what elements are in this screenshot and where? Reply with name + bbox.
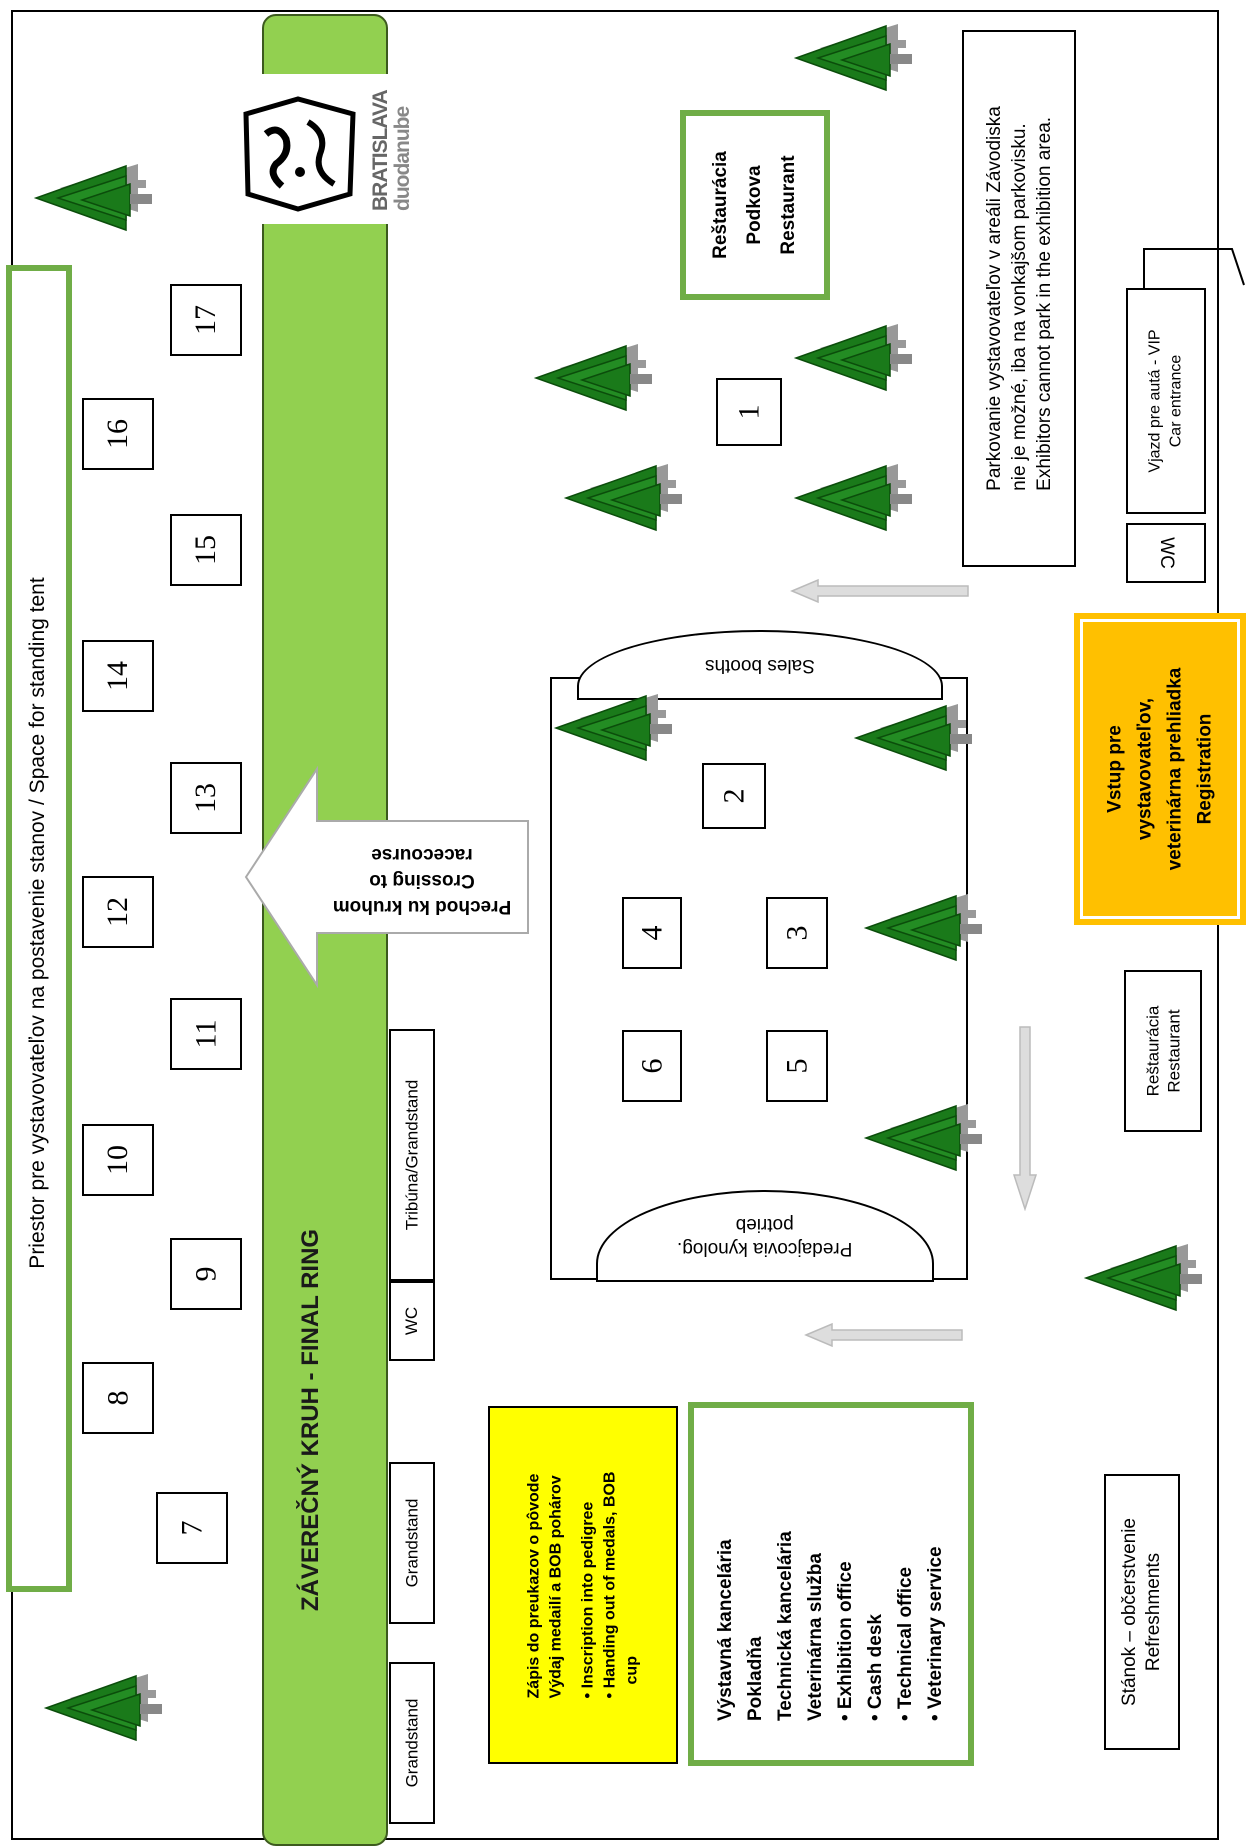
pedigree-box: Zápis do preukazov o pôvode Výdaj medail…: [488, 1406, 678, 1764]
vip-entrance-line: [1140, 245, 1246, 290]
ring-11: 11: [170, 998, 242, 1070]
ring-7: 7: [156, 1492, 228, 1564]
registration-box: Vstup pre vystavovateľov, veterinárna pr…: [1074, 613, 1246, 925]
tree-icon: [1080, 1240, 1205, 1320]
grandstand-1: Grandstand: [389, 1662, 435, 1824]
restaurant-podkova: [680, 110, 830, 300]
grandstand-wc: WC: [389, 1281, 435, 1361]
logo-text-duodanube: duodanube: [391, 106, 414, 211]
office-box: Výstavná kancelária Pokladňa Technická k…: [688, 1402, 974, 1766]
tree-icon: [860, 1100, 985, 1180]
tree-icon: [40, 1670, 165, 1750]
ring-4: 4: [622, 897, 682, 969]
ring-12: 12: [82, 876, 154, 948]
tree-icon: [790, 20, 915, 100]
ring-10: 10: [82, 1124, 154, 1196]
vip-entrance: Vjazd pre autá - VIP Car entrance: [1126, 288, 1206, 514]
tent-area: [6, 265, 72, 1592]
crossing-text: Prechod ku kruhom Crossing to racecourse: [332, 844, 512, 917]
ring-14: 14: [82, 640, 154, 712]
grandstand-2: Grandstand: [389, 1462, 435, 1624]
tree-icon: [560, 460, 685, 540]
ring-3: 3: [766, 897, 828, 969]
final-ring-label: ZÁVEREČNÝ KRUH - FINAL RING: [297, 1228, 324, 1612]
tree-icon: [30, 160, 155, 240]
tree-icon: [530, 340, 655, 420]
grandstand-tribuna: Tribúna/Grandstand: [389, 1029, 435, 1281]
restaurant-2: Reštaurácia Restaurant: [1124, 970, 1202, 1132]
flow-arrow-down: [1012, 1025, 1038, 1212]
ring-9: 9: [170, 1238, 242, 1310]
flow-arrow-left-top: [790, 578, 970, 604]
ring-17: 17: [170, 284, 242, 356]
logo-text-bratislava: BRATISLAVA: [369, 90, 392, 211]
tent-area-label: Priestor pre vystavovateľov na postaveni…: [26, 577, 49, 1269]
wc-box: WC: [1126, 523, 1206, 583]
crossing-arrow: Prechod ku kruhom Crossing to racecourse: [242, 765, 532, 990]
tree-icon: [860, 890, 985, 970]
ring-8: 8: [82, 1362, 154, 1434]
ring-16: 16: [82, 398, 154, 470]
ring-1: 1: [716, 378, 782, 446]
dog-shop: Predajcovia kynolog. potrieb: [596, 1190, 934, 1282]
ring-2: 2: [702, 763, 766, 829]
tree-icon: [550, 690, 675, 770]
flow-arrow-left-bottom: [804, 1322, 964, 1348]
ring-15: 15: [170, 514, 242, 586]
ring-6: 6: [622, 1030, 682, 1102]
tree-icon: [850, 700, 975, 780]
parking-note: Parkovanie vystavovateľov v areáli Závod…: [962, 30, 1076, 567]
ring-5: 5: [766, 1030, 828, 1102]
ring-13: 13: [170, 762, 242, 834]
restaurant-podkova-text: Reštaurácia Podkova Restaurant: [709, 151, 799, 259]
bratislava-logo: BRATISLAVA duodanube: [238, 74, 414, 224]
tree-icon: [790, 320, 915, 400]
refreshments-stand: Stánok – občerstvenie Refreshments: [1104, 1474, 1180, 1750]
tree-icon: [790, 460, 915, 540]
